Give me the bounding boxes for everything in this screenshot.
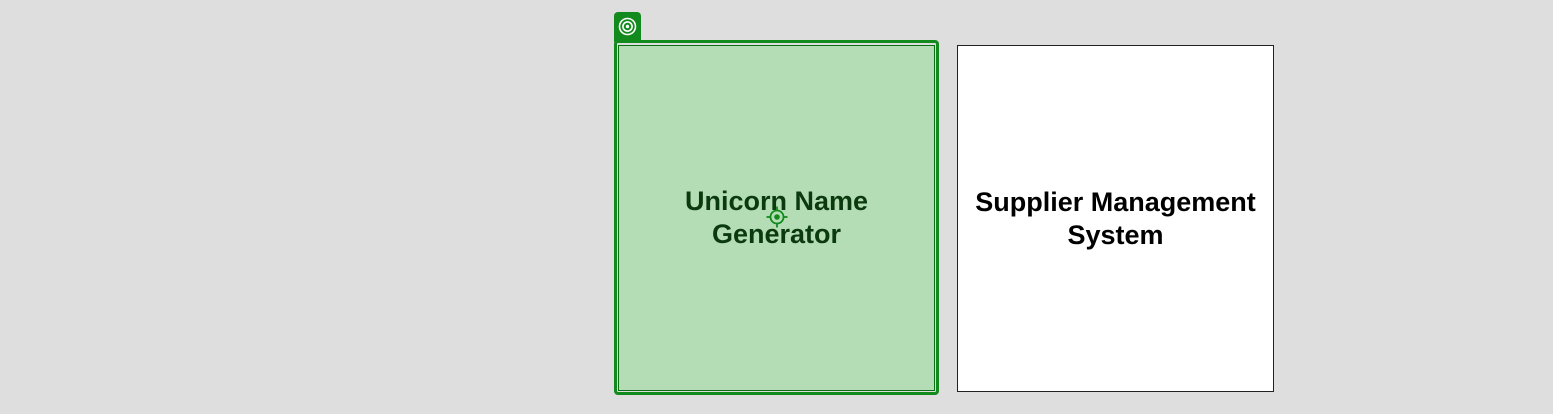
crosshair-icon[interactable]: [766, 206, 788, 228]
selection-tab[interactable]: [614, 12, 641, 42]
selection-frame: [614, 40, 939, 395]
target-icon: [618, 17, 637, 36]
node-supplier-management-system[interactable]: Supplier Management System: [957, 45, 1274, 392]
node-label: Supplier Management System: [975, 186, 1256, 250]
